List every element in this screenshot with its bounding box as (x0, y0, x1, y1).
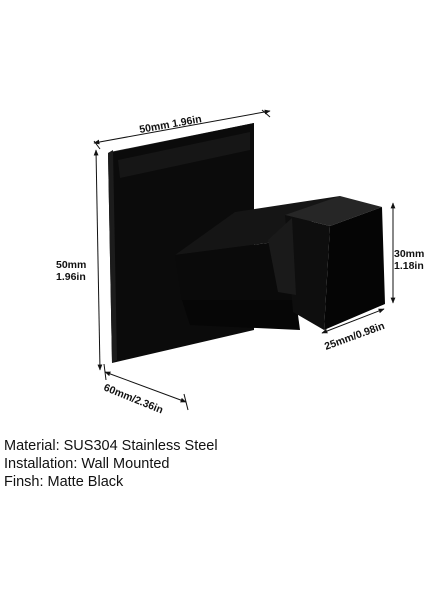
specs-block: Material: SUS304 Stainless Steel Install… (4, 437, 218, 491)
plate-width-line (93, 109, 271, 145)
depth-line (104, 371, 187, 403)
plate-height-line (93, 149, 103, 371)
hook-cube-front (324, 207, 385, 330)
hook-cube-left (285, 215, 330, 330)
hook-notch (268, 218, 296, 295)
spec-material: Material: SUS304 Stainless Steel (4, 438, 218, 454)
plate-height-in-label: 1.96in (56, 271, 86, 283)
hook-arm-side (175, 240, 296, 300)
dimension-lines (93, 109, 396, 411)
robe-hook-image (108, 123, 385, 363)
wall-plate-edge (108, 150, 117, 363)
spec-finish: Finsh: Matte Black (4, 474, 124, 490)
hook-height-mm-label: 30mm (394, 248, 424, 260)
hook-depth-line (321, 308, 385, 334)
hook-cube-top (285, 196, 382, 226)
hook-arm-front (182, 300, 300, 330)
spec-installation: Installation: Wall Mounted (4, 456, 170, 472)
depth-label: 60mm/2.36in (102, 382, 165, 417)
plate-height-mm-label: 50mm (56, 259, 86, 271)
hook-height-in-label: 1.18in (394, 260, 424, 272)
plate-width-label: 50mm 1.96in (138, 113, 202, 136)
